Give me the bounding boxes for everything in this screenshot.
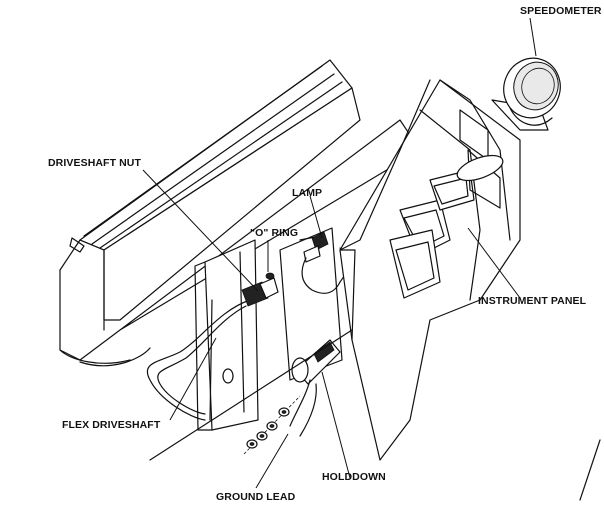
driveshaft-nut — [241, 272, 279, 307]
holddown-assembly — [289, 339, 341, 437]
instrument-panel-body — [339, 79, 521, 461]
label-ground-lead: GROUND LEAD — [216, 491, 296, 503]
flex-driveshaft-cable — [146, 299, 251, 421]
label-lamp: LAMP — [292, 187, 322, 199]
speedometer-gauge — [491, 57, 561, 131]
label-speedometer: SPEEDOMETER — [520, 5, 602, 17]
label-flex-driveshaft: FLEX DRIVESHAFT — [62, 419, 161, 431]
background-lines — [149, 79, 601, 501]
leader-lines — [142, 17, 537, 489]
label-driveshaft-nut: DRIVESHAFT NUT — [48, 157, 141, 169]
frame-rail — [59, 59, 421, 367]
mounting-bracket — [194, 239, 259, 431]
lamp-assembly — [301, 231, 348, 294]
label-instrument-panel: INSTRUMENT PANEL — [478, 295, 587, 307]
ground-lead-washers — [243, 395, 301, 455]
label-o-ring: "O" RING — [250, 227, 298, 239]
label-holddown: HOLDDOWN — [322, 471, 386, 483]
